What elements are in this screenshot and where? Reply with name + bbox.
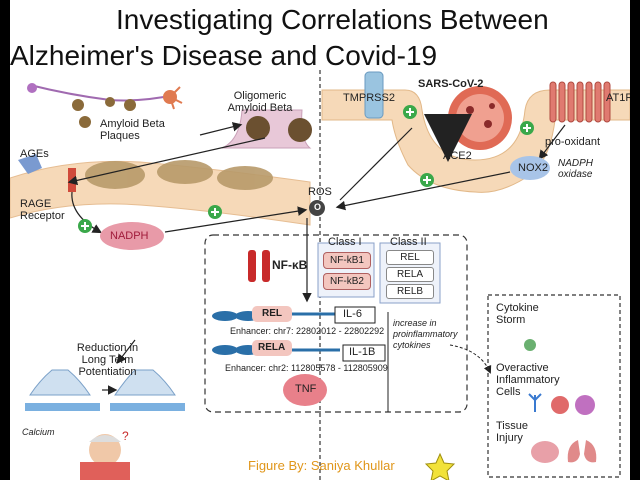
gene2-box xyxy=(252,340,292,356)
tmprss2-label: TMPRSS2 xyxy=(343,92,395,104)
figure-credit: Figure By: Saniya Khullar xyxy=(248,458,395,473)
ros-icon-label: O xyxy=(314,202,322,212)
class2-title: Class II xyxy=(390,236,427,248)
plus-icon xyxy=(208,205,222,219)
oligomeric-amyloid-illustration xyxy=(221,109,312,149)
neuron-illustration xyxy=(27,83,183,110)
brain-icon xyxy=(531,441,559,463)
nadph-oxidase-label: NADPH oxidase xyxy=(558,158,594,180)
increase-label: increase in proinflammatory cytokines xyxy=(393,318,458,350)
gene2-enhancer: Enhancer: chr2: 112805578 - 112805909 xyxy=(225,363,388,373)
gene1-box xyxy=(252,306,292,322)
ros-icon xyxy=(309,200,325,216)
cytokine-storm-label: Cytokine Storm xyxy=(496,302,539,326)
ace2-label: ACE2 xyxy=(443,150,472,162)
at1r-receptor-shape xyxy=(549,81,611,123)
ages-label: AGEs xyxy=(20,148,49,160)
title-line-1: Investigating Correlations Between xyxy=(116,4,549,35)
cytokine-icon xyxy=(524,339,536,351)
virus-illustration xyxy=(448,86,512,150)
plus-icon xyxy=(78,219,92,233)
rage-receptor-shape xyxy=(68,168,76,192)
star-icon xyxy=(424,452,456,480)
overactive-cells-label: Overactive Inflammatory Cells xyxy=(496,362,560,398)
nadph-blob xyxy=(100,222,164,250)
plus-icon xyxy=(520,121,534,135)
lungs-icon xyxy=(567,440,597,463)
gene2-product: IL-1B xyxy=(349,346,376,358)
outcomes-box xyxy=(487,294,621,478)
class1-title: Class I xyxy=(328,236,362,248)
nfkb-shape xyxy=(248,250,270,282)
tnf-blob xyxy=(283,374,327,406)
class2-item: REL xyxy=(386,250,434,265)
sars-cov2-label: SARS-CoV-2 xyxy=(418,78,484,90)
rage-label: RAGE Receptor xyxy=(20,198,65,222)
nox2-label: NOX2 xyxy=(518,162,548,174)
class2-item: RELA xyxy=(386,267,434,282)
synapse-illustration xyxy=(25,339,185,411)
plus-icon xyxy=(420,173,434,187)
amyloid-plaques-label: Amyloid Beta Plaques xyxy=(100,118,165,142)
gene2-product-box xyxy=(342,344,386,362)
gene2-label: RELA xyxy=(258,342,286,353)
inflammatory-cell-icon xyxy=(575,395,595,415)
title-line-2: Alzheimer's Disease and Covid-19 xyxy=(10,40,438,71)
calcium-label: Calcium xyxy=(22,427,55,437)
gene1-label: REL xyxy=(262,308,282,319)
diagram-graphics: ? xyxy=(10,70,630,480)
antibody-icon xyxy=(528,393,542,412)
gene1-product-box xyxy=(334,306,376,324)
tmprss2-shape xyxy=(364,71,384,119)
gene1-product: IL-6 xyxy=(343,308,362,320)
pro-oxidant-label: pro-oxidant xyxy=(545,136,601,148)
svg-text:?: ? xyxy=(122,429,129,443)
ltp-label: Reduction in Long Term Potentiation xyxy=(76,342,139,378)
inflammatory-cell-icon xyxy=(551,396,569,414)
gene1-enhancer: Enhancer: chr7: 22802012 - 22802292 xyxy=(230,326,385,336)
nadph-label: NADPH xyxy=(110,230,149,242)
oligomeric-label: Oligomeric Amyloid Beta xyxy=(227,90,293,114)
ros-label: ROS xyxy=(308,186,332,198)
tissue-injury-label: Tissue Injury xyxy=(496,420,528,444)
at1r-label: AT1R xyxy=(606,92,630,104)
ages-shape xyxy=(18,154,42,174)
class2-item: RELB xyxy=(386,284,434,299)
nox2-blob xyxy=(510,156,550,180)
confused-person-illustration: ? xyxy=(80,429,130,480)
plus-icon xyxy=(403,105,417,119)
figure-canvas: ? Investigating Correlations Between Alz… xyxy=(10,0,630,480)
class1-item: NF-kB2 xyxy=(323,273,371,290)
amyloid-plaques-illustration xyxy=(72,97,136,128)
nfkb-label: NF-κB xyxy=(272,258,308,272)
tnf-label: TNF xyxy=(295,383,317,395)
class1-item: NF-kB1 xyxy=(323,252,371,269)
nucleus-box xyxy=(204,234,468,413)
